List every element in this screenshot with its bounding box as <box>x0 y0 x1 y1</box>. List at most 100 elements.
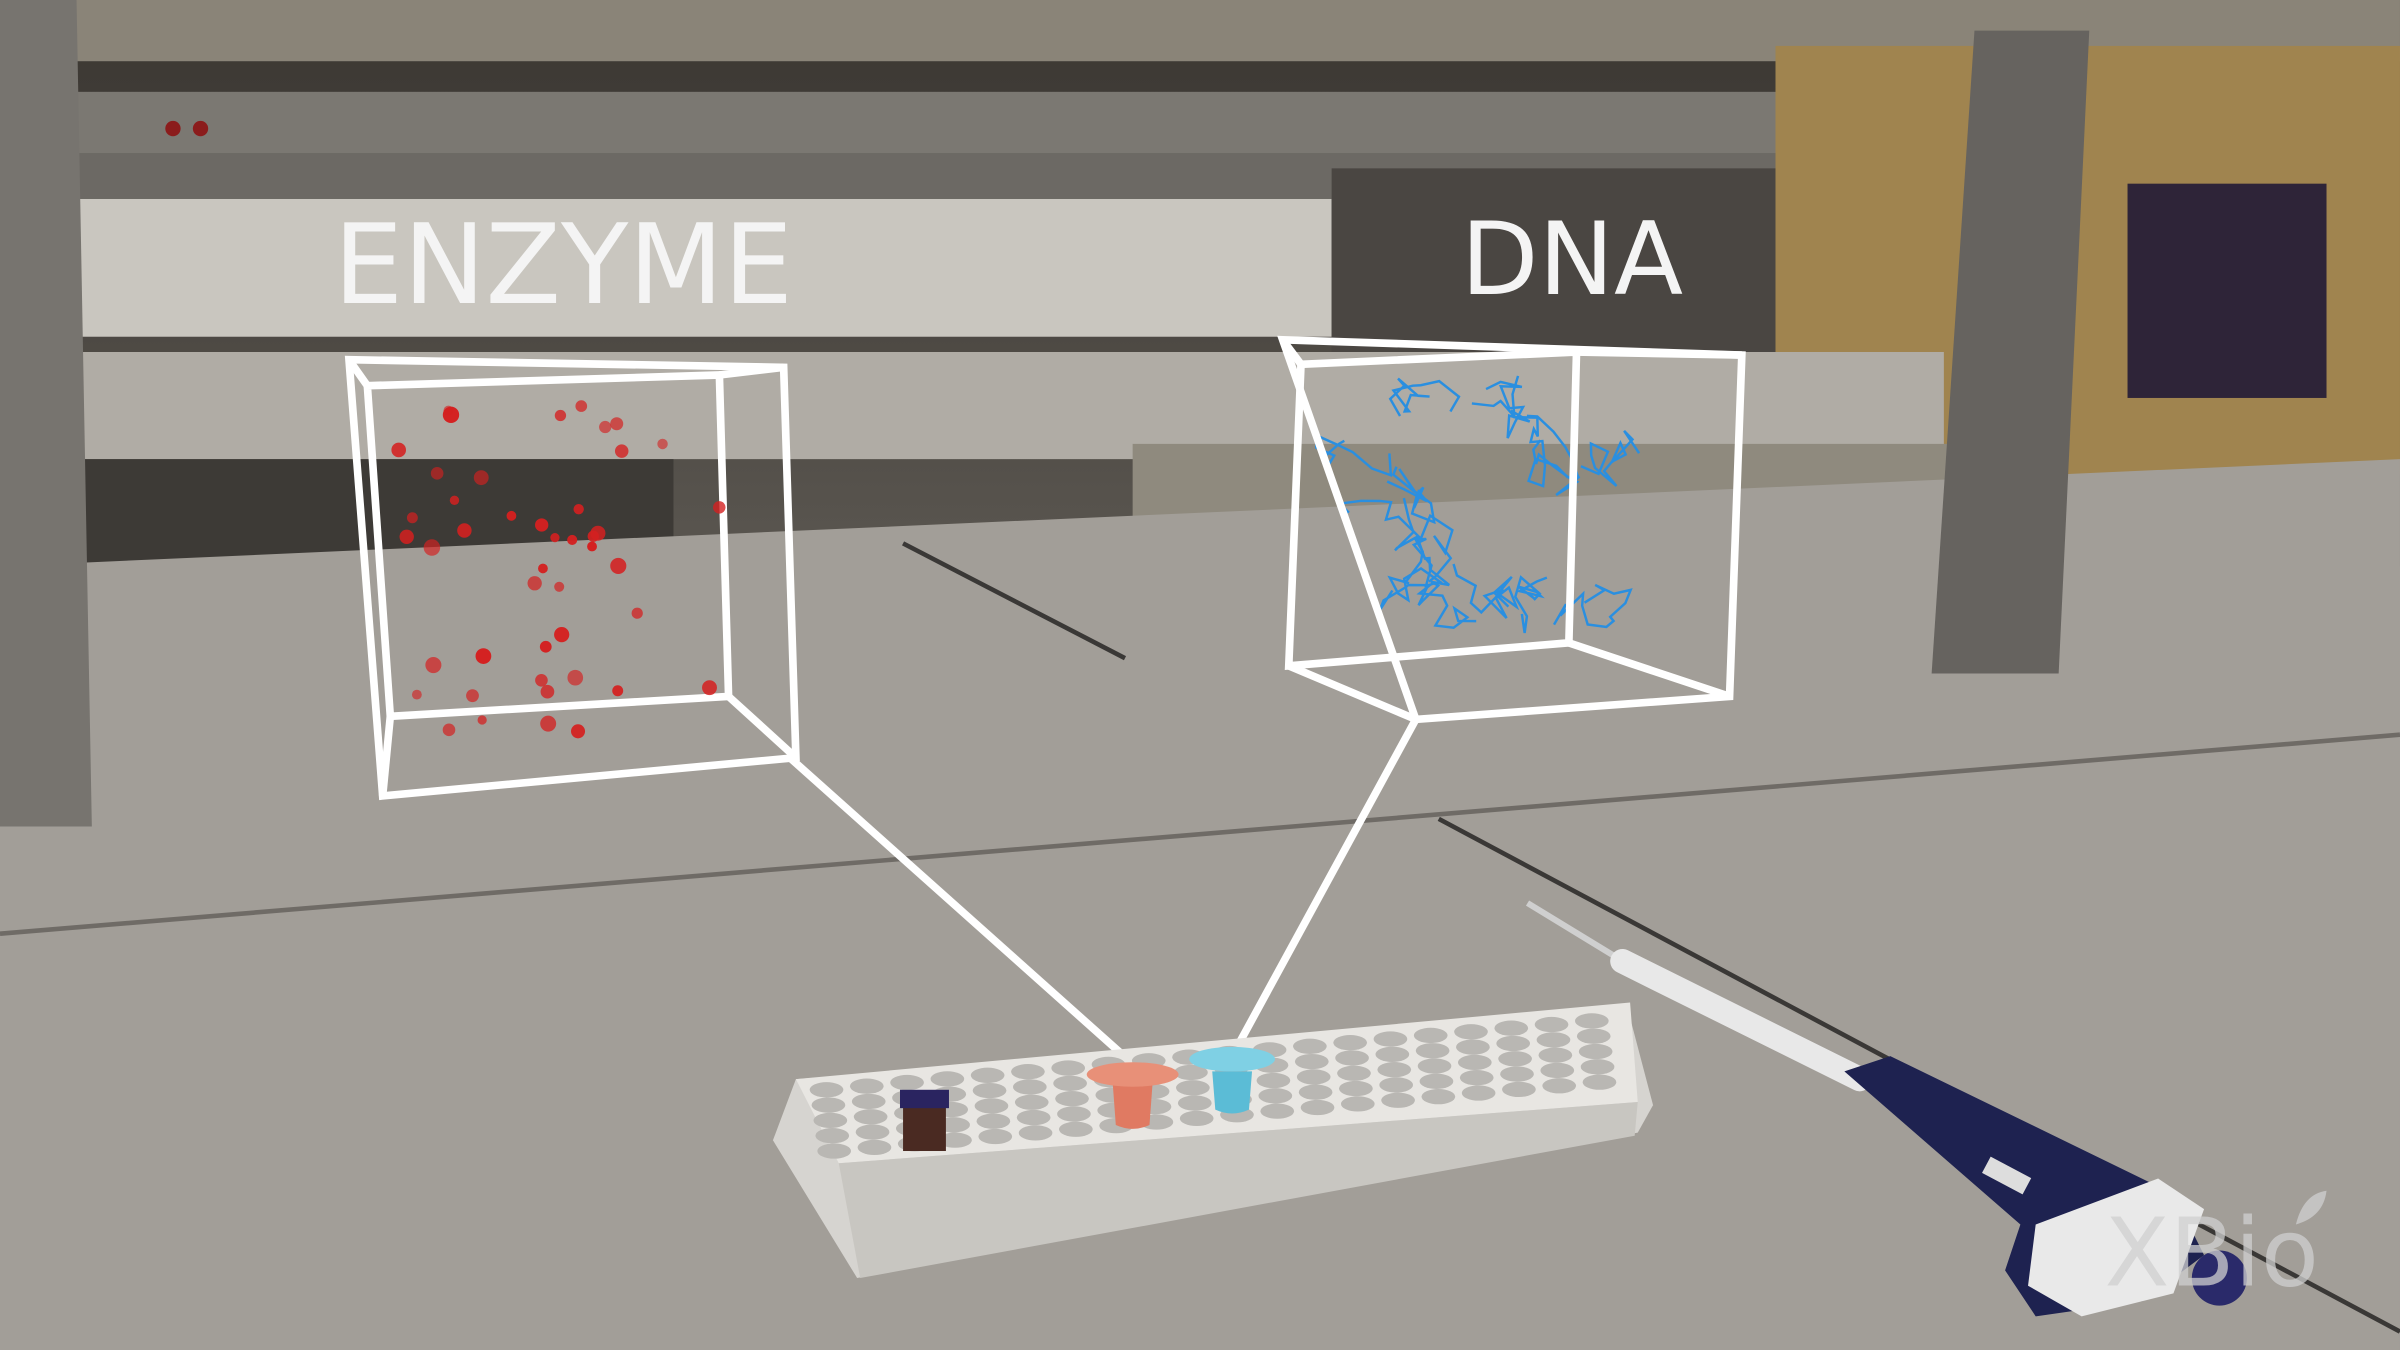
rack-well <box>1498 1051 1532 1067</box>
enzyme-tube[interactable] <box>1086 1062 1179 1129</box>
leaf-icon <box>2295 1190 2327 1225</box>
rack-well <box>1461 1085 1496 1101</box>
enzyme-particle <box>567 534 578 545</box>
rack-well <box>1542 1078 1577 1094</box>
enzyme-particle <box>712 501 726 514</box>
pillar <box>1931 30 2090 674</box>
dna-strand <box>1513 575 1548 634</box>
enzyme-particle <box>539 640 552 653</box>
rack-well <box>1494 1020 1529 1036</box>
enzyme-particles <box>391 400 726 739</box>
dna-strand <box>1336 499 1454 583</box>
rack-well <box>1053 1075 1087 1091</box>
enzyme-particle <box>540 684 555 699</box>
enzyme-particle <box>567 669 584 686</box>
rack-well <box>1339 1080 1373 1097</box>
rack-well <box>1536 1032 1571 1048</box>
rack-well <box>1011 1064 1045 1080</box>
rack-well <box>1580 1059 1615 1075</box>
rack-well <box>849 1078 884 1094</box>
dna-strand <box>1452 563 1520 619</box>
rack-well <box>1576 1028 1611 1044</box>
rack-well <box>1337 1065 1371 1081</box>
rack-well <box>974 1098 1009 1114</box>
dna-cube[interactable] <box>1277 335 1746 724</box>
rack-well <box>1417 1058 1452 1074</box>
enzyme-particle <box>575 400 588 412</box>
dna-strand <box>1511 375 1569 488</box>
enzyme-particle <box>506 510 517 521</box>
enzyme-particle <box>554 627 570 643</box>
enzyme-particle <box>473 470 489 486</box>
rack-well <box>1012 1079 1047 1095</box>
rack-well <box>1534 1016 1569 1033</box>
rack-well <box>976 1113 1011 1129</box>
rack-well <box>1333 1035 1367 1051</box>
enzyme-cube[interactable] <box>344 355 800 801</box>
pipette[interactable] <box>1525 900 2247 1317</box>
rack-well <box>817 1143 852 1159</box>
rack-well <box>809 1082 844 1098</box>
rack-well <box>815 1128 850 1144</box>
rack-well <box>1296 1069 1331 1085</box>
rack-well <box>1457 1054 1492 1071</box>
rack-well <box>1373 1031 1408 1047</box>
enzyme-particle <box>535 673 548 687</box>
rack-well <box>1177 1095 1212 1111</box>
rack-well <box>855 1124 890 1140</box>
rack-well <box>1578 1043 1613 1060</box>
xbio-logo: XBio <box>2104 1190 2327 1309</box>
enzyme-particle <box>610 557 627 574</box>
rack-well <box>1377 1061 1412 1078</box>
rack-well <box>1375 1046 1410 1062</box>
enzyme-particle <box>457 523 472 538</box>
enzyme-particle <box>570 724 586 739</box>
rack-well <box>1582 1074 1617 1090</box>
enzyme-particle <box>587 541 597 552</box>
enzyme-particle <box>391 442 407 458</box>
rack-well <box>1293 1038 1327 1054</box>
rack-well <box>1502 1081 1536 1098</box>
rack-well <box>1419 1073 1454 1089</box>
enzyme-particle <box>411 689 422 700</box>
dna-tube[interactable] <box>1189 1046 1275 1114</box>
enzyme-particle <box>610 417 624 431</box>
enzyme-particle <box>443 405 454 416</box>
dark-tube[interactable] <box>899 1089 949 1152</box>
rack-well <box>1300 1099 1335 1116</box>
rack-well <box>1298 1084 1333 1100</box>
rack-well <box>1538 1047 1573 1063</box>
rack-well <box>1574 1013 1609 1029</box>
enzyme-particle <box>449 495 460 506</box>
rack-well <box>1500 1066 1534 1082</box>
rack-well <box>978 1128 1013 1145</box>
rack-well <box>853 1109 888 1125</box>
rack-well <box>1014 1094 1049 1110</box>
enzyme-particle <box>475 648 492 664</box>
rack-well <box>1260 1103 1295 1119</box>
rack-well <box>1413 1027 1448 1044</box>
dna-strand <box>1378 583 1477 629</box>
rack-well <box>1176 1080 1210 1096</box>
enzyme-particle <box>399 529 414 544</box>
rack-well <box>1381 1092 1415 1108</box>
rack-well <box>1057 1106 1091 1122</box>
enzyme-particle <box>430 467 444 480</box>
enzyme-particle <box>554 581 565 592</box>
rack-well <box>1421 1088 1456 1105</box>
dna-strand <box>1388 377 1461 417</box>
rack-well <box>851 1093 886 1110</box>
rack-well <box>1051 1060 1086 1076</box>
dna-strands <box>1315 375 1641 634</box>
rack-well <box>813 1112 848 1129</box>
rack-well <box>1179 1110 1214 1127</box>
rack-well <box>1340 1096 1375 1112</box>
rack-well <box>1379 1077 1414 1093</box>
rack-well <box>1018 1125 1053 1141</box>
rack-well <box>1294 1053 1329 1070</box>
rack-well <box>1459 1070 1494 1086</box>
rack-well <box>1016 1109 1051 1126</box>
enzyme-particle <box>535 518 549 532</box>
